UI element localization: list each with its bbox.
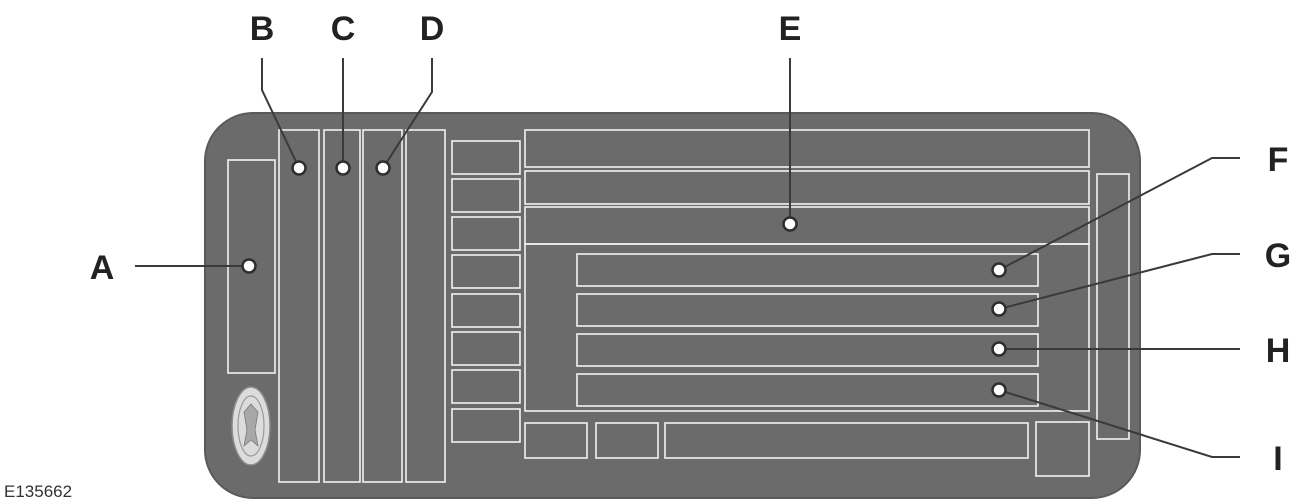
dot-d (375, 160, 391, 176)
dot-f (991, 262, 1007, 278)
callout-h: H (1266, 332, 1291, 370)
field-column-5 (405, 129, 446, 483)
right-strip (1096, 173, 1130, 440)
leader-d (382, 58, 433, 169)
field-i (576, 373, 1039, 407)
callout-a: A (90, 249, 115, 287)
dot-g (991, 301, 1007, 317)
field-g (576, 293, 1039, 327)
dot-c (335, 160, 351, 176)
callout-b: B (250, 10, 275, 48)
callout-f: F (1268, 141, 1289, 179)
small-box-stack (451, 140, 521, 443)
dot-i (991, 382, 1007, 398)
figure-id: E135662 (4, 482, 72, 501)
dot-e (782, 216, 798, 232)
leader-lines (135, 58, 1240, 458)
emblem-icon (231, 386, 271, 466)
callout-d: D (420, 10, 445, 48)
field-f (576, 253, 1039, 287)
callout-c: C (331, 10, 356, 48)
bottom-box-3 (664, 422, 1029, 459)
dot-a (241, 258, 257, 274)
leader-f (998, 157, 1240, 271)
bottom-box-1 (524, 422, 588, 459)
field-e-row-2 (524, 170, 1090, 205)
field-e-row-1 (524, 129, 1090, 168)
dot-b (291, 160, 307, 176)
leader-i (998, 389, 1240, 458)
callout-g: G (1265, 237, 1291, 275)
field-b (278, 129, 320, 483)
fields-f-i-container (524, 243, 1090, 412)
leader-g (998, 253, 1240, 310)
field-d (362, 129, 403, 483)
dot-h (991, 341, 1007, 357)
leader-b (261, 58, 300, 169)
callout-e: E (779, 10, 802, 48)
bottom-box-4 (1035, 421, 1090, 477)
callout-dots (241, 160, 1007, 398)
callout-i: I (1273, 440, 1282, 478)
bottom-box-2 (595, 422, 659, 459)
identification-plate (204, 112, 1141, 499)
